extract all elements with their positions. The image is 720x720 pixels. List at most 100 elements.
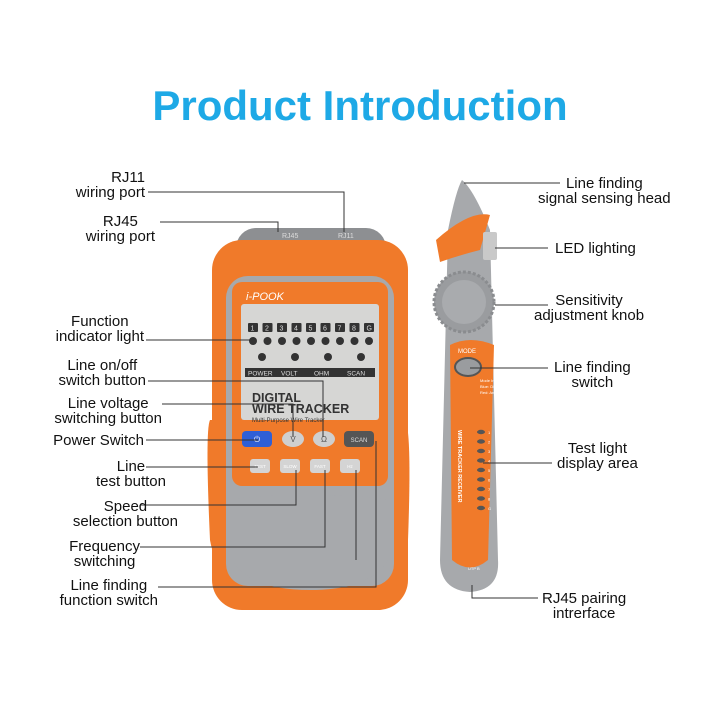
channel-indicator-light <box>336 337 344 345</box>
test-light <box>477 467 485 473</box>
label-line2: wiring port <box>75 184 145 201</box>
hz-button[interactable] <box>340 459 360 473</box>
test-light-number: 6 <box>488 478 491 483</box>
test-light-number: 8 <box>488 497 491 502</box>
test-light <box>477 458 485 463</box>
label-line1: Power Switch <box>53 432 144 449</box>
channel-indicator-light <box>278 337 286 345</box>
channel-number: G <box>367 326 372 333</box>
mode-indicator-title: Mode Indicator <box>480 378 507 383</box>
label-line1: Line finding <box>554 359 631 376</box>
label-line2: switching <box>73 553 136 570</box>
label-line1: Line finding <box>70 577 148 594</box>
channel-number-box <box>262 323 273 332</box>
label-line1: Line on/off <box>67 357 138 374</box>
slow-button-label: SLOW <box>283 464 297 469</box>
power-button[interactable] <box>242 431 272 447</box>
channel-indicator-light <box>307 337 315 345</box>
channel-number: 7 <box>338 326 342 333</box>
mode-indicator-light <box>324 353 332 361</box>
test-light <box>477 477 485 482</box>
channel-indicator-light <box>350 337 359 345</box>
line-onoff-button[interactable] <box>313 431 335 447</box>
device-subtitle: Multi-Purpose Wire Tracker <box>252 418 325 424</box>
test-light-number: 7 <box>488 487 491 492</box>
label-line2: function switch <box>59 592 158 609</box>
receiver-test-lights: 1 2 3 4 5 6 7 8G <box>477 429 491 511</box>
fast-button[interactable] <box>310 459 330 473</box>
channel-indicator-light <box>365 337 373 345</box>
channel-number-box <box>291 323 302 332</box>
device-name-line1: DIGITAL <box>252 391 301 405</box>
leader-lines <box>140 182 560 599</box>
test-light-number: 1 <box>488 430 491 435</box>
channel-number: 6 <box>323 326 327 333</box>
channel-number-box <box>349 323 360 332</box>
test-light-number: 2 <box>488 440 491 445</box>
rj11-port-label: RJ11 <box>338 233 354 240</box>
mode-indicator-red: Red: Analog <box>480 390 502 395</box>
slow-button[interactable] <box>280 459 300 473</box>
label-line2: switch <box>571 374 614 391</box>
line-onoff-button-label: Ω <box>321 435 327 444</box>
label-line1: Line finding <box>565 175 643 192</box>
channel-indicator-light <box>292 337 301 345</box>
voltage-button-label: V <box>290 435 296 444</box>
label-led-lighting: LED lighting <box>555 241 636 256</box>
device-name-line2: WIRE TRACKER <box>252 402 349 416</box>
test-light-number: 3 <box>488 449 491 454</box>
label-line2: switch button <box>58 372 146 389</box>
test-light <box>477 496 485 501</box>
test-light-number: 4 <box>488 459 491 464</box>
scan-button[interactable] <box>344 431 374 447</box>
mode-label: OHM <box>314 371 329 378</box>
mode-indicator-light <box>357 353 365 361</box>
mode-label: POWER <box>248 371 273 378</box>
label-line2: wiring port <box>85 228 155 245</box>
transmitter-device: RJ45 RJ11 i-POOK <box>207 228 410 610</box>
label-line1: Frequency <box>69 538 140 555</box>
test-light <box>477 486 485 492</box>
mode-indicator-light <box>291 353 299 361</box>
test-light-number: 5 <box>488 468 491 473</box>
label-line2: indicator light <box>55 328 144 345</box>
mode-label-strip <box>245 368 375 377</box>
test-light <box>477 448 485 454</box>
channel-number: 3 <box>280 326 284 333</box>
mode-label: VOLT <box>281 371 298 378</box>
channel-number-box <box>320 323 331 332</box>
label-line1: Function <box>71 313 129 330</box>
hz-button-label: Hz <box>347 464 353 469</box>
page-title: Product Introduction <box>152 82 568 129</box>
channel-number-box <box>306 323 316 332</box>
rj45-port-label: RJ45 <box>282 233 298 240</box>
label-line1: Line voltage <box>67 395 149 412</box>
brand-logo: i-POOK <box>246 291 285 303</box>
label-line2: intrerface <box>552 605 616 622</box>
channel-number: 5 <box>309 326 313 333</box>
channel-number: 4 <box>294 326 298 333</box>
test-light-number: G <box>488 506 491 511</box>
channel-number-box <box>364 323 374 332</box>
test-button[interactable] <box>250 459 270 473</box>
channel-number-box <box>277 323 287 332</box>
label-power-switch: Power Switch <box>53 433 144 448</box>
channel-number: 8 <box>352 326 356 333</box>
voltage-button[interactable] <box>282 431 304 447</box>
label-line2: signal sensing head <box>538 190 671 207</box>
fast-button-label: FAST <box>314 464 326 469</box>
channel-indicator-light <box>263 337 272 345</box>
